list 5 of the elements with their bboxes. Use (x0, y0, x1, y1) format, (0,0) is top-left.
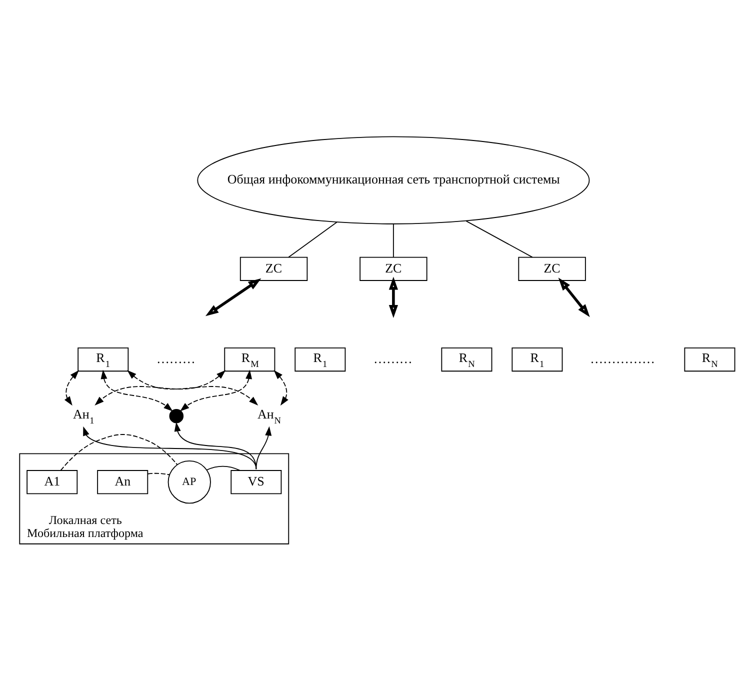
node-text: Ан$_{1}$ (72, 406, 94, 427)
node-text: Ан$_{N}$ (258, 406, 281, 427)
label: ……… (156, 350, 196, 366)
label: ……… (374, 350, 412, 366)
label: …………… (590, 350, 655, 366)
